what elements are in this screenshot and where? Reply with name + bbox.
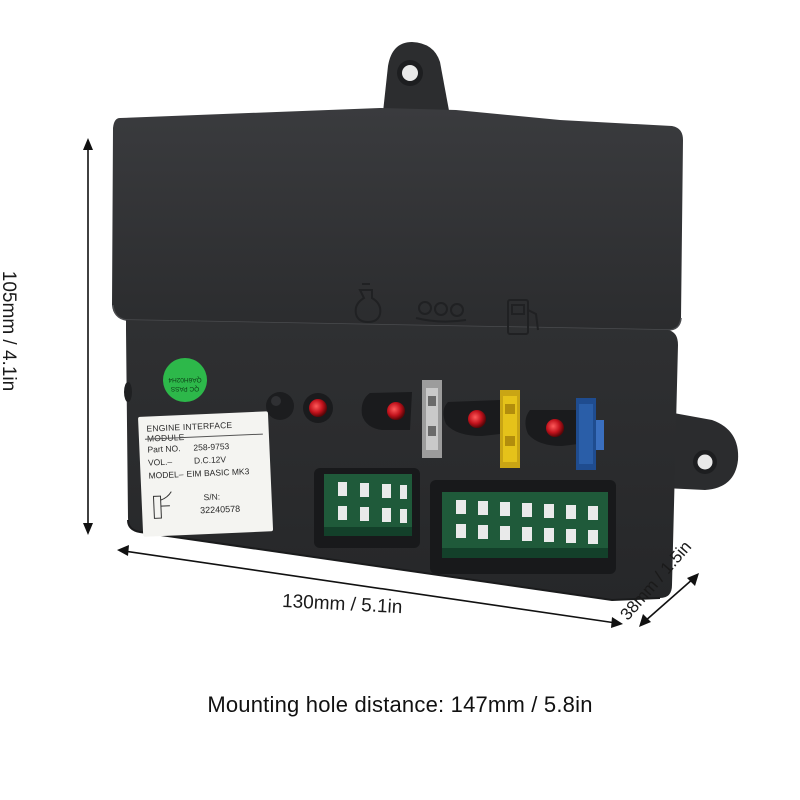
label-sn-key: S/N:: [203, 491, 221, 503]
led-2: [361, 392, 412, 430]
label-sn-value: 32240578: [199, 503, 241, 516]
fuel-pump-icon: [507, 299, 539, 335]
height-dimension-arrow: [83, 138, 93, 535]
fuse-yellow: [500, 390, 520, 468]
housing-lid: [112, 108, 683, 330]
label-model-row: MODEL–EIM BASIC MK3: [148, 466, 249, 480]
label-vol-key: VOL.–: [147, 456, 173, 468]
oil-pressure-icon: [354, 283, 382, 324]
label-vol-row: VOL.– D.C.12V: [148, 454, 226, 467]
connector-right: [430, 480, 616, 574]
mounting-hole-caption: Mounting hole distance: 147mm / 5.8in: [207, 692, 593, 717]
product-label: ENGINE INTERFACE MODULE Part NO. 258-9753…: [138, 411, 274, 537]
qc-sticker-line1: QC PASS: [170, 385, 200, 392]
qc-pass-sticker: QC PASS QA6H02H4: [163, 358, 207, 402]
fuse-clear: [422, 380, 442, 458]
qc-sticker-line2: QA6H02H4: [168, 376, 202, 383]
width-dimension-arrow: [117, 545, 623, 628]
glow-plug-icon: [415, 301, 467, 323]
wiring-warning-icon: [152, 491, 172, 519]
label-part-value: 258-9753: [193, 441, 230, 453]
label-model-key: MODEL–: [148, 469, 184, 481]
label-title: ENGINE INTERFACE MODULE: [146, 419, 233, 444]
top-mounting-tab: [383, 42, 450, 116]
label-part-row: Part NO. 258-9753: [147, 441, 229, 455]
height-dimension-label: 105mm / 4.1in: [0, 270, 20, 392]
led-4: [525, 410, 578, 446]
connector-left: [314, 468, 420, 548]
right-mounting-tab: [664, 412, 739, 490]
fuse-blue: [576, 398, 604, 470]
label-vol-value: D.C.12V: [193, 454, 227, 466]
depth-dimension-arrow: [639, 573, 699, 627]
led-1: [303, 393, 333, 423]
label-model-value: EIM BASIC MK3: [186, 466, 250, 479]
led-3: [443, 400, 500, 436]
indicator-dome: [266, 392, 294, 420]
label-part-key: Part NO.: [147, 443, 181, 455]
